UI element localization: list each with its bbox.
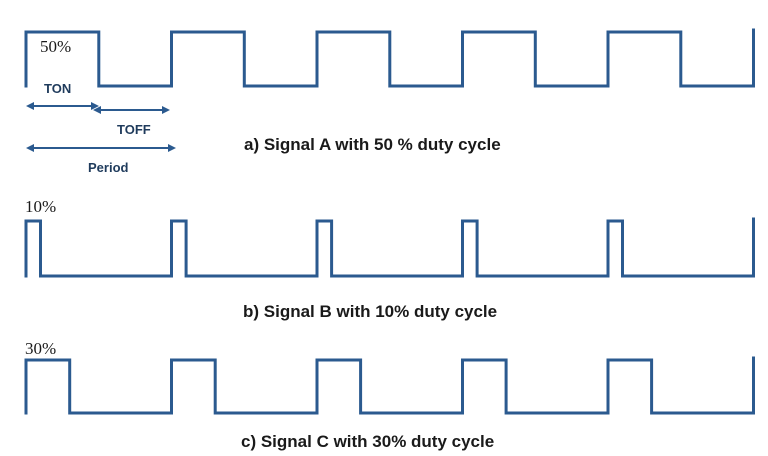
signal-b: 10% b) Signal B with 10% duty cycle	[24, 197, 755, 321]
signal-a: 50% TON TOFF Period a) Signal A with 50 …	[24, 28, 755, 175]
period-arrow	[26, 144, 176, 152]
signal-c-waveform	[24, 356, 755, 415]
signal-a-waveform	[24, 28, 755, 88]
signal-a-caption: a) Signal A with 50 % duty cycle	[244, 135, 501, 154]
signal-a-duty-label: 50%	[40, 37, 71, 56]
ton-label: TON	[44, 81, 71, 96]
toff-label: TOFF	[117, 122, 151, 137]
period-label: Period	[88, 160, 129, 175]
signal-c-caption: c) Signal C with 30% duty cycle	[241, 432, 494, 451]
signal-c: 30% c) Signal C with 30% duty cycle	[24, 339, 755, 451]
signal-b-caption: b) Signal B with 10% duty cycle	[243, 302, 497, 321]
signal-b-duty-label: 10%	[25, 197, 56, 216]
toff-arrow	[93, 106, 170, 114]
signal-b-waveform	[24, 217, 755, 278]
ton-arrow	[26, 102, 99, 110]
signal-c-duty-label: 30%	[25, 339, 56, 358]
